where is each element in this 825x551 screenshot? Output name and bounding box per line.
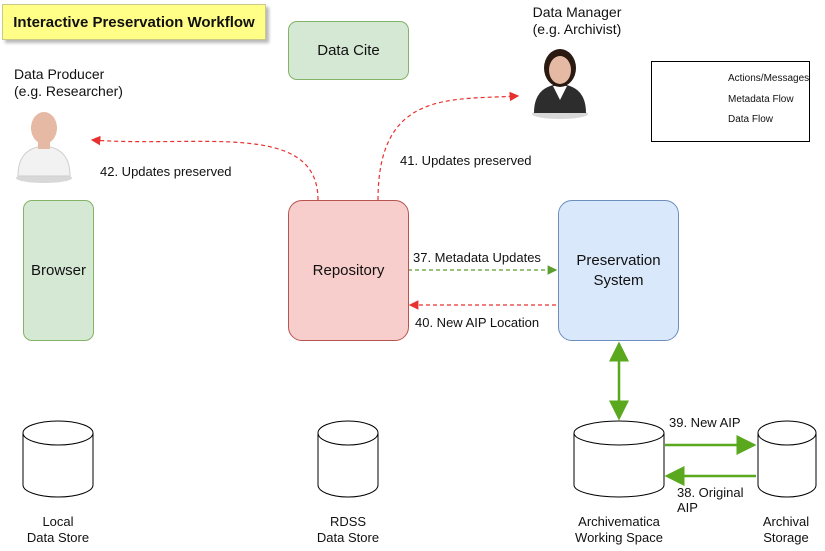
data-manager-avatar: [532, 49, 588, 119]
edge-38-label-line2: AIP: [677, 500, 698, 515]
edge-40-label: 40. New AIP Location: [415, 315, 540, 330]
archivematica-cylinder: [573, 420, 665, 498]
rdss-line1: RDSS: [329, 514, 367, 529]
edge-41: [377, 91, 520, 201]
data-manager-role: (e.g. Archivist): [532, 21, 622, 37]
edge-38-label-line1: 38. Original: [677, 485, 744, 500]
archival-storage-label: Archival Storage: [748, 514, 824, 546]
rdss-data-store-cylinder: [317, 420, 379, 498]
data-producer-avatar: [16, 112, 72, 183]
archival-line2: Storage: [763, 530, 809, 545]
archivematica-line1: Archivematica: [578, 514, 660, 529]
local-data-store-cylinder: [22, 420, 94, 498]
browser-box: Browser: [23, 200, 94, 341]
data-cite-box: Data Cite: [288, 21, 409, 80]
legend-data-label: Data Flow: [728, 114, 774, 125]
local-line1: Local: [42, 514, 74, 529]
edge-39-label: 39. New AIP: [669, 415, 741, 430]
edge-38-label: 38. Original AIP: [677, 485, 743, 515]
edge-37-label: 37. Metadata Updates: [413, 250, 541, 265]
diagram-title: Interactive Preservation Workflow: [2, 4, 266, 40]
archivematica-line2: Working Space: [575, 530, 663, 545]
edge-42-label: 42. Updates preserved: [100, 164, 232, 179]
rdss-data-store-label: RDSS Data Store: [298, 514, 398, 546]
local-line2: Data Store: [26, 530, 90, 545]
archival-line1: Archival: [762, 514, 810, 529]
preservation-system-box: Preservation System: [558, 200, 679, 341]
legend-metadata-label: Metadata Flow: [728, 94, 794, 105]
legend-actions-label: Actions/Messages: [728, 73, 810, 84]
edge-41-label: 41. Updates preserved: [400, 153, 532, 168]
legend: [651, 61, 810, 142]
data-producer-role: (e.g. Researcher): [14, 83, 123, 99]
rdss-line2: Data Store: [316, 530, 380, 545]
data-manager-label: Data Manager (e.g. Archivist): [518, 4, 636, 38]
archival-storage-cylinder: [757, 420, 817, 498]
archivematica-label: Archivematica Working Space: [564, 514, 674, 546]
data-manager-name: Data Manager: [532, 4, 622, 20]
data-producer-name: Data Producer: [14, 66, 105, 82]
repository-box: Repository: [288, 200, 409, 341]
data-producer-label: Data Producer (e.g. Researcher): [14, 66, 123, 100]
local-data-store-label: Local Data Store: [8, 514, 108, 546]
